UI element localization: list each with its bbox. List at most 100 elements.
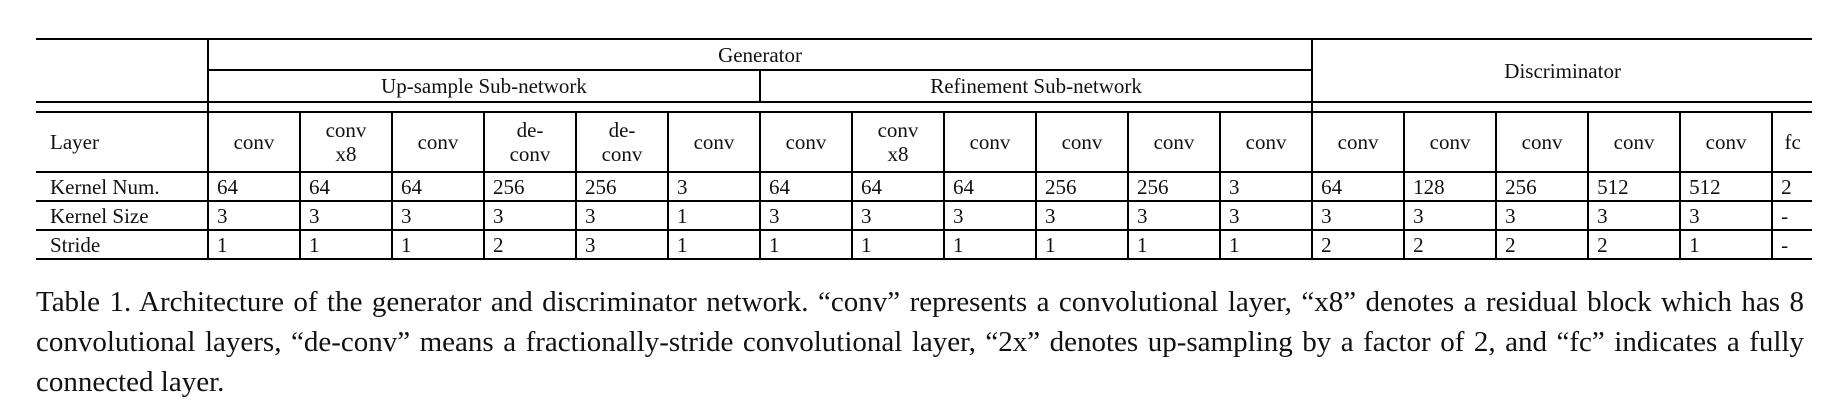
separator-cell xyxy=(207,101,300,112)
layer-cell-text: conv xyxy=(877,118,919,142)
layer-cell-text: conv xyxy=(325,118,367,142)
separator-cell xyxy=(1404,101,1497,112)
table-cell: 3 xyxy=(943,201,1036,231)
layer-cell: conv xyxy=(1218,111,1313,173)
table-cell: 1 xyxy=(1127,230,1220,260)
separator-cell xyxy=(1311,101,1405,112)
layer-cell-text: conv xyxy=(1521,130,1563,154)
table-cell: 256 xyxy=(1495,172,1589,202)
separator-cell xyxy=(576,101,668,112)
upsample-subnetwork-header: Up-sample Sub-network xyxy=(207,70,760,103)
table-cell: 3 xyxy=(1495,201,1589,231)
layer-cell: conv xyxy=(1035,111,1128,173)
table-cell: 3 xyxy=(1035,201,1128,231)
table-cell: 2 xyxy=(1403,230,1497,260)
layer-cell-text: conv xyxy=(1153,130,1195,154)
layer-cell: conv xyxy=(667,111,760,173)
layer-cell-text: conv xyxy=(785,130,827,154)
layer-cell-text: conv xyxy=(693,130,735,154)
layer-cell: conv xyxy=(207,111,300,173)
layer-cell-text: x8 xyxy=(335,142,357,166)
table-cell: 3 xyxy=(1679,201,1773,231)
refinement-subnetwork-header: Refinement Sub-network xyxy=(758,70,1313,103)
layer-cell: conv xyxy=(759,111,852,173)
table-cell: - xyxy=(1771,230,1813,260)
layer-cell: de-conv xyxy=(483,111,576,173)
table-cell: 64 xyxy=(207,172,300,202)
layer-row-label: Layer xyxy=(36,111,208,173)
separator-cell xyxy=(484,101,576,112)
table-cell: 512 xyxy=(1587,172,1681,202)
table-cell: 64 xyxy=(391,172,484,202)
table-cell: 3 xyxy=(391,201,484,231)
table-cell: 3 xyxy=(851,201,944,231)
table-cell: 512 xyxy=(1679,172,1773,202)
table-cell: 2 xyxy=(1495,230,1589,260)
separator-cell xyxy=(36,101,208,112)
table-cell: 1 xyxy=(207,230,300,260)
layer-cell-text: conv xyxy=(1061,130,1103,154)
table-cell: 1 xyxy=(391,230,484,260)
layer-cell-text: conv xyxy=(1613,130,1655,154)
separator-cell xyxy=(760,101,852,112)
layer-cell-text: de- xyxy=(516,118,544,142)
table-cell: 1 xyxy=(667,201,760,231)
separator-cell xyxy=(668,101,760,112)
table-cell: 64 xyxy=(1311,172,1405,202)
separator-cell xyxy=(1496,101,1589,112)
layer-cell: conv xyxy=(1127,111,1220,173)
layer-cell-text: conv xyxy=(417,130,459,154)
separator-cell xyxy=(944,101,1036,112)
layer-cell: conv xyxy=(1679,111,1773,173)
table-cell: 1 xyxy=(667,230,760,260)
separator-cell xyxy=(1128,101,1220,112)
table-cell: 3 xyxy=(1127,201,1220,231)
layer-cell-text: conv xyxy=(509,142,551,166)
table-cell: - xyxy=(1771,201,1813,231)
separator-cell xyxy=(1588,101,1681,112)
table-cell: 3 xyxy=(207,201,300,231)
generator-header: Generator xyxy=(206,38,1313,71)
layer-cell-text: conv xyxy=(1245,130,1287,154)
table-cell: 1 xyxy=(759,230,852,260)
layer-cell-text: x8 xyxy=(887,142,909,166)
row-label: Stride xyxy=(36,230,208,260)
separator-cell xyxy=(1680,101,1773,112)
layer-cell: fc xyxy=(1771,111,1813,173)
separator-cell xyxy=(1036,101,1128,112)
header-separator xyxy=(36,101,1813,112)
table-cell: 1 xyxy=(1679,230,1773,260)
table-cell: 256 xyxy=(483,172,576,202)
table-cell: 1 xyxy=(1035,230,1128,260)
table-cell: 2 xyxy=(1771,172,1813,202)
separator-cell xyxy=(392,101,484,112)
table-cell: 3 xyxy=(575,201,668,231)
layer-cell: conv xyxy=(943,111,1036,173)
architecture-table: Generator Discriminator Up-sample Sub-ne… xyxy=(36,38,1813,260)
layer-cell-text: conv xyxy=(1337,130,1379,154)
separator-cell xyxy=(300,101,392,112)
separator-cell xyxy=(1220,101,1313,112)
table-cell: 3 xyxy=(667,172,760,202)
table-cell: 64 xyxy=(299,172,392,202)
layer-cell-text: conv xyxy=(1705,130,1747,154)
table-cell: 3 xyxy=(1218,172,1313,202)
table-cell: 3 xyxy=(1218,201,1313,231)
discriminator-header: Discriminator xyxy=(1311,38,1813,102)
table-cell: 256 xyxy=(1035,172,1128,202)
table-cell: 3 xyxy=(1311,201,1405,231)
table-cell: 1 xyxy=(943,230,1036,260)
table-cell: 1 xyxy=(299,230,392,260)
table-cell: 1 xyxy=(1218,230,1313,260)
table-cell: 64 xyxy=(759,172,852,202)
table-cell: 256 xyxy=(1127,172,1220,202)
separator-cell xyxy=(1772,101,1813,112)
table-cell: 2 xyxy=(483,230,576,260)
layer-cell-text: conv xyxy=(969,130,1011,154)
